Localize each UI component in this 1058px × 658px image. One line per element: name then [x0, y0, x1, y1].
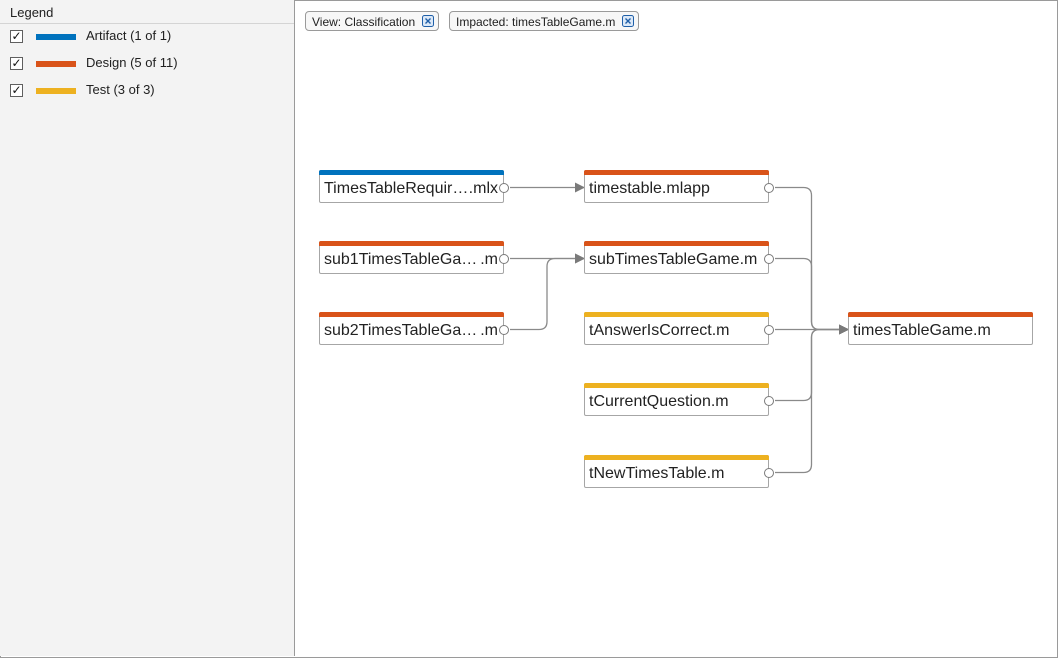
node-label: tCurrentQuestion.m [589, 393, 729, 410]
legend-item-test: ✓ Test (3 of 3) [10, 82, 280, 102]
category-bar [584, 241, 769, 246]
filter-chip-impacted-label: Impacted: timesTableGame.m [456, 15, 616, 29]
node-label: sub1TimesTableGa… [324, 251, 478, 268]
category-bar [584, 455, 769, 460]
checkbox-test[interactable]: ✓ [10, 83, 23, 97]
output-port[interactable] [764, 396, 774, 406]
legend-label-artifact: Artifact (1 of 1) [86, 28, 172, 43]
node-label: timestable.mlapp [589, 180, 710, 197]
node-t-answer-is-correct[interactable]: tAnswerIsCorrect.m [584, 312, 774, 345]
checkbox-artifact[interactable]: ✓ [10, 29, 23, 43]
node-extension: .mlx [468, 180, 498, 197]
node-label: tAnswerIsCorrect.m [589, 322, 730, 339]
node-label: tNewTimesTable.m [589, 465, 725, 482]
node-sub2-times-table-game[interactable]: sub2TimesTableGa… .m [319, 312, 509, 345]
output-port[interactable] [499, 254, 509, 264]
output-port[interactable] [764, 254, 774, 264]
legend-title: Legend [10, 5, 54, 20]
dependency-edge[interactable] [510, 253, 585, 331]
node-timestable-mlapp[interactable]: timestable.mlapp [584, 170, 774, 203]
legend-label-design: Design (5 of 11) [86, 55, 178, 70]
output-port[interactable] [499, 183, 509, 193]
node-sub-times-table-game[interactable]: subTimesTableGame.m [584, 241, 774, 274]
legend-item-artifact: ✓ Artifact (1 of 1) [10, 28, 280, 48]
checkbox-design[interactable]: ✓ [10, 56, 23, 70]
clear-filter-icon[interactable] [422, 15, 434, 27]
category-bar [319, 312, 504, 317]
swatch-test [36, 88, 76, 94]
node-t-new-times-table[interactable]: tNewTimesTable.m [584, 455, 774, 488]
swatch-artifact [36, 34, 76, 40]
legend-panel: Legend ✓ Artifact (1 of 1) ✓ Design (5 o… [0, 0, 295, 656]
node-t-current-question[interactable]: tCurrentQuestion.m [584, 383, 774, 416]
legend-label-test: Test (3 of 3) [86, 82, 155, 97]
category-bar [848, 312, 1033, 317]
node-label: timesTableGame.m [853, 322, 991, 339]
output-port[interactable] [764, 468, 774, 478]
filter-chip-view-label: View: Classification [312, 15, 416, 29]
dependency-edge[interactable] [775, 257, 849, 335]
category-bar [319, 170, 504, 175]
output-port[interactable] [764, 325, 774, 335]
category-bar [584, 170, 769, 175]
node-label: TimesTableRequir… [324, 180, 469, 197]
node-times-table-game[interactable]: timesTableGame.m [848, 312, 1033, 345]
category-bar [584, 312, 769, 317]
filter-chip-impacted[interactable]: Impacted: timesTableGame.m [449, 11, 639, 31]
swatch-design [36, 61, 76, 67]
output-port[interactable] [764, 183, 774, 193]
graph-edges [510, 182, 849, 474]
node-extension: .m [480, 322, 498, 339]
legend-item-design: ✓ Design (5 of 11) [10, 55, 280, 75]
clear-filter-icon[interactable] [622, 15, 634, 27]
node-label: subTimesTableGame.m [589, 251, 758, 268]
node-sub1-times-table-game[interactable]: sub1TimesTableGa… .m [319, 241, 509, 274]
node-label: sub2TimesTableGa… [324, 322, 478, 339]
filter-chip-view[interactable]: View: Classification [305, 11, 439, 31]
category-bar [584, 383, 769, 388]
dependency-edge[interactable] [775, 324, 849, 474]
node-extension: .m [480, 251, 498, 268]
legend-divider [0, 23, 294, 24]
dependency-graph-canvas[interactable]: View: Classification Impacted: timesTabl… [295, 0, 1056, 656]
node-times-table-requirements[interactable]: TimesTableRequir… .mlx [319, 170, 509, 203]
output-port[interactable] [499, 325, 509, 335]
category-bar [319, 241, 504, 246]
